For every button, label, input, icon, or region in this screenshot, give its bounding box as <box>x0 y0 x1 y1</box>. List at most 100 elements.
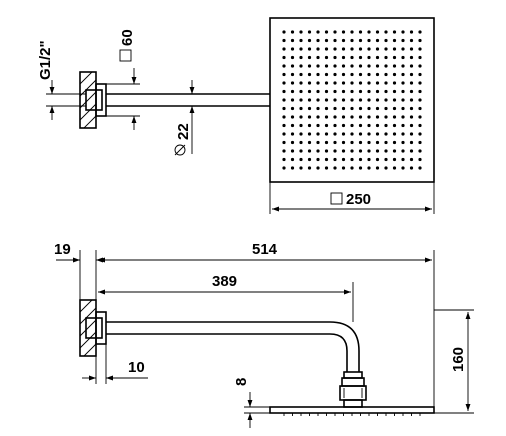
nozzle-dot <box>401 72 405 77</box>
nozzle-dot <box>282 149 286 153</box>
height-label: 160 <box>450 347 467 372</box>
nozzle-dot <box>375 157 380 162</box>
nozzle-dot <box>282 157 286 162</box>
nozzle-dot <box>341 47 346 51</box>
nozzle-dot <box>418 149 422 153</box>
nozzle-dot <box>333 89 337 94</box>
nozzle-dot <box>418 123 422 128</box>
nozzle-dot <box>384 149 388 153</box>
nozzle-dot <box>282 47 286 51</box>
nozzle-dot <box>418 157 422 162</box>
nozzle-dot <box>375 123 380 128</box>
nozzle-dot <box>409 123 414 128</box>
nozzle-dot <box>290 123 295 128</box>
nozzle-dot <box>384 140 388 145</box>
nozzle-dot <box>384 38 388 43</box>
nozzle-dot <box>350 115 354 119</box>
nozzle-dot <box>418 89 422 94</box>
nozzle-dot <box>316 30 320 34</box>
nozzle-dot <box>401 115 405 119</box>
head-thickness-label: 8 <box>233 378 250 386</box>
overall-length-label: 514 <box>252 241 278 258</box>
nozzle-dot <box>333 38 337 43</box>
nozzle-dot <box>367 123 371 128</box>
nozzle-dot <box>401 81 405 85</box>
head-thickness-dimension: 8 <box>233 378 270 428</box>
nozzle-dot <box>290 81 295 85</box>
nozzle-dot <box>418 47 422 51</box>
nozzle-dot <box>350 157 354 162</box>
nozzle-dot <box>409 166 414 170</box>
nozzle-dot <box>392 123 397 128</box>
nozzle-dot <box>375 89 380 94</box>
nozzle-dot <box>324 149 329 153</box>
nozzle-dot <box>392 157 397 162</box>
side-view: 19 514 389 10 8 <box>54 241 474 428</box>
nozzle-dot <box>358 30 363 34</box>
nozzle-dot <box>418 38 422 43</box>
diameter-symbol <box>174 144 186 156</box>
nozzle-dot <box>384 72 388 77</box>
nozzle-dot <box>409 81 414 85</box>
nozzle-dot <box>307 98 312 102</box>
nozzle-dot <box>316 38 320 43</box>
nozzle-dot <box>350 47 354 51</box>
nozzle-dot <box>333 47 337 51</box>
nozzle-dot <box>367 115 371 119</box>
nozzle-dot <box>333 98 337 102</box>
nozzle-dot <box>341 81 346 85</box>
nozzle-dot <box>409 149 414 153</box>
nozzle-dot <box>384 98 388 102</box>
nozzle-dot <box>341 166 346 170</box>
nozzle-dot <box>384 81 388 85</box>
nozzle-dot <box>375 64 380 68</box>
nozzle-dot <box>401 123 405 128</box>
nozzle-dot <box>367 38 371 43</box>
nozzle-dot <box>384 64 388 68</box>
nozzle-dot <box>341 98 346 102</box>
nozzle-dot <box>375 115 380 119</box>
nozzle-dot <box>290 38 295 43</box>
nozzle-dot <box>358 132 363 136</box>
square-symbol <box>330 192 343 205</box>
nozzle-dot <box>307 47 312 51</box>
nozzle-dot <box>341 89 346 94</box>
nozzle-dot <box>333 123 337 128</box>
nozzle-dot <box>350 64 354 68</box>
nozzle-dot <box>290 106 295 111</box>
nozzle-dot <box>350 166 354 170</box>
nozzle-dot <box>367 157 371 162</box>
nozzle-dot <box>316 64 320 68</box>
top-view: G1/2" 60 22 250 <box>37 17 435 214</box>
nozzle-dot <box>307 132 312 136</box>
nozzle-dot <box>333 106 337 111</box>
nozzle-dot <box>341 64 346 68</box>
nozzle-dot <box>418 98 422 102</box>
nozzle-dot <box>392 64 397 68</box>
nozzle-dot <box>282 106 286 111</box>
nozzle-dot <box>418 106 422 111</box>
nozzle-dot <box>282 89 286 94</box>
nozzle-dot <box>401 55 405 60</box>
nozzle-dot <box>367 89 371 94</box>
flange-size-label: 60 <box>119 29 136 46</box>
pipe-diameter-label: 22 <box>175 123 192 140</box>
nozzle-dot <box>418 64 422 68</box>
nozzle-dot <box>367 55 371 60</box>
nozzle-dot <box>299 132 303 136</box>
nozzle-dot <box>367 72 371 77</box>
nozzle-dot <box>333 81 337 85</box>
nozzle-dot <box>384 166 388 170</box>
nozzle-dot <box>392 149 397 153</box>
top-flange <box>85 83 107 117</box>
nozzle-dot <box>341 149 346 153</box>
nozzle-dot <box>392 132 397 136</box>
nozzle-dot <box>409 64 414 68</box>
nozzle-dot <box>375 47 380 51</box>
nozzle-dot <box>316 47 320 51</box>
nozzle-dot <box>350 106 354 111</box>
nozzle-dot <box>316 123 320 128</box>
nozzle-dot <box>384 157 388 162</box>
nozzle-grid <box>282 30 422 170</box>
nozzle-dot <box>358 115 363 119</box>
